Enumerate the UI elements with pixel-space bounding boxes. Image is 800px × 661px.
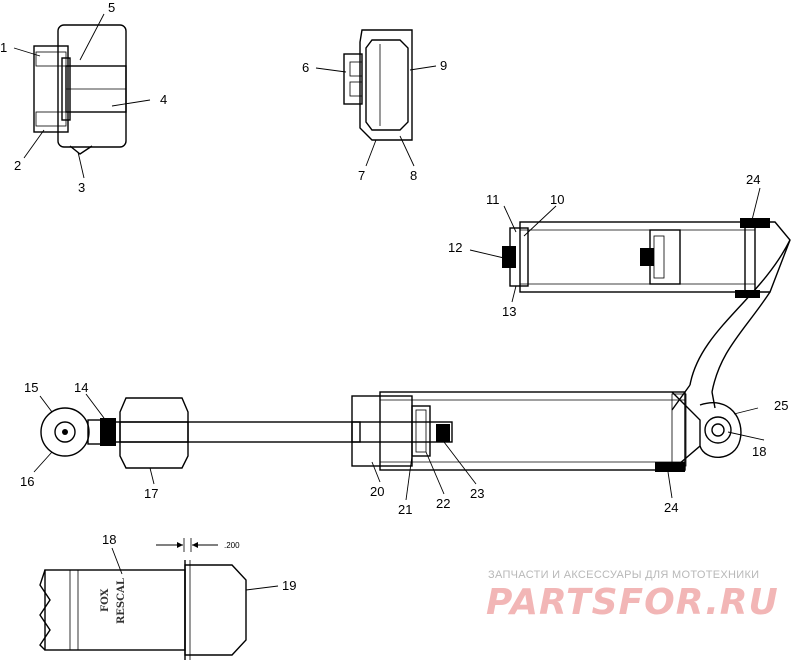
callout-1: 1 [0,40,7,55]
callout-20: 20 [370,484,384,499]
callout-16: 16 [20,474,34,489]
callout-4: 4 [160,92,167,107]
callout-24-bottom: 24 [664,500,678,515]
callout-numbers: 1 2 3 4 5 6 7 8 9 10 11 12 13 14 15 16 1… [0,0,788,593]
callout-9: 9 [440,58,447,73]
callout-12: 12 [448,240,462,255]
callout-5: 5 [108,0,115,15]
callout-22: 22 [436,496,450,511]
callout-18-main: 18 [752,444,766,459]
callout-3: 3 [78,180,85,195]
callout-13: 13 [502,304,516,319]
reservoir-body [502,218,791,298]
spring-preload-detail: .200 FOX RESCAL [39,538,247,660]
stamp-line-1: FOX [100,588,111,612]
leader-lines [13,13,765,591]
callout-11: 11 [486,192,500,207]
reservoir-hose [671,239,791,411]
callout-8: 8 [410,168,417,183]
eye-sleeve-assembly [33,24,127,155]
callout-6: 6 [302,60,309,75]
callout-19: 19 [282,578,296,593]
callout-15: 15 [24,380,38,395]
dimension-label: .200 [224,541,240,550]
callout-23: 23 [470,486,484,501]
stamp-line-2: RESCAL [116,578,127,624]
shock-main-body [40,391,742,472]
callout-10: 10 [550,192,564,207]
callout-18-detail: 18 [102,532,116,547]
callout-14: 14 [74,380,88,395]
callout-25: 25 [774,398,788,413]
callout-7: 7 [358,168,365,183]
watermark-caption: ЗАПЧАСТИ И АКСЕССУАРЫ ДЛЯ МОТОТЕХНИКИ [488,569,759,581]
callout-21: 21 [398,502,412,517]
callout-2: 2 [14,158,21,173]
watermark-brand: PARTSFOR.RU [486,582,779,623]
callout-17: 17 [144,486,158,501]
reservoir-cap-assembly [343,29,413,141]
callout-24-top: 24 [746,172,760,187]
watermark: ЗАПЧАСТИ И АКСЕССУАРЫ ДЛЯ МОТОТЕХНИКИ PA… [486,569,779,623]
